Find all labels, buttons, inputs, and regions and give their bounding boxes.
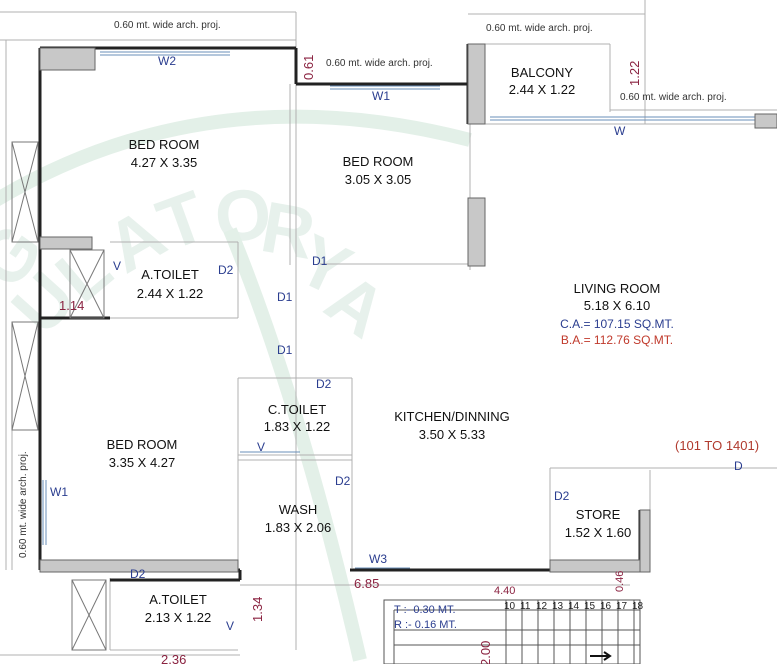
room-size-bed2: 3.05 X 3.05 — [344, 172, 412, 187]
code-d2-toilet1: D2 — [218, 263, 234, 277]
dim-122: 1.22 — [627, 60, 642, 86]
code-w1-left: W1 — [50, 485, 68, 499]
built-up-area: B.A.= 112.76 SQ.MT. — [560, 333, 674, 347]
code-d2-ctoilet: D2 — [316, 377, 332, 391]
proj-label-top-mid: 0.60 mt. wide arch. proj. — [326, 58, 433, 69]
code-w-living: W — [614, 124, 626, 138]
stair-riser: R :- 0.16 MT. — [394, 619, 457, 631]
room-name-ctoilet: C.TOILET — [267, 402, 327, 417]
room-name-atoilet1: A.TOILET — [141, 267, 199, 282]
stair-step-17: 17 — [616, 601, 628, 612]
room-size-bed3: 3.35 X 4.27 — [108, 455, 176, 470]
seal-rings — [0, 109, 472, 662]
code-d1-b: D1 — [277, 343, 293, 357]
stair-step-12: 12 — [536, 601, 548, 612]
code-d2-toilet2: D2 — [130, 567, 146, 581]
proj-label-left: 0.60 mt. wide arch. proj. — [18, 451, 29, 558]
code-d-living: D — [734, 459, 743, 473]
code-w3: W3 — [369, 552, 387, 566]
dim-046: 0.46 — [614, 570, 626, 592]
room-name-bed2: BED ROOM — [342, 154, 414, 169]
code-w1-top: W1 — [372, 89, 390, 103]
flat-range: (101 TO 1401) — [675, 438, 760, 453]
code-d1-bed2: D1 — [312, 254, 328, 268]
room-name-living: LIVING ROOM — [573, 281, 661, 296]
dim-114: 1.14 — [59, 298, 85, 313]
code-d2-wash: D2 — [335, 474, 351, 488]
dim-236: 2.36 — [161, 652, 187, 664]
proj-label-top-right: 0.60 mt. wide arch. proj. — [486, 23, 593, 34]
stair-step-15: 15 — [584, 601, 596, 612]
code-v-toilet1: V — [113, 259, 122, 273]
room-size-wash: 1.83 X 2.06 — [264, 520, 332, 535]
room-size-kitchen: 3.50 X 5.33 — [418, 427, 486, 442]
room-size-atoilet2: 2.13 X 1.22 — [144, 610, 212, 625]
dim-440: 4.40 — [494, 585, 516, 597]
room-size-balcony: 2.44 X 1.22 — [508, 82, 576, 97]
room-name-kitchen: KITCHEN/DINNING — [394, 409, 510, 424]
stair-step-14: 14 — [568, 601, 580, 612]
dim-200: 2.00 — [478, 640, 493, 664]
code-w2: W2 — [158, 54, 176, 68]
room-name-store: STORE — [575, 507, 621, 522]
code-d1-a: D1 — [277, 290, 293, 304]
room-size-store: 1.52 X 1.60 — [564, 525, 632, 540]
room-size-living: 5.18 X 6.10 — [583, 298, 651, 313]
code-d2-store: D2 — [554, 489, 570, 503]
stair-tread: T :- 0.30 MT. — [394, 604, 456, 616]
dim-061: 0.61 — [301, 54, 316, 80]
dim-685: 6.85 — [354, 576, 380, 591]
room-name-atoilet2: A.TOILET — [149, 592, 207, 607]
room-name-bed1: BED ROOM — [128, 137, 200, 152]
room-name-balcony: BALCONY — [510, 65, 574, 80]
room-name-wash: WASH — [278, 502, 318, 517]
room-size-atoilet1: 2.44 X 1.22 — [136, 286, 204, 301]
duct-shafts — [11, 141, 107, 651]
stair-step-11: 11 — [520, 601, 531, 612]
staircase — [383, 599, 641, 664]
stair-step-18: 18 — [632, 601, 644, 612]
room-size-bed1: 4.27 X 3.35 — [130, 155, 198, 170]
wall-columns — [39, 43, 777, 573]
dim-134: 1.34 — [250, 596, 265, 622]
proj-label-right: 0.60 mt. wide arch. proj. — [620, 92, 727, 103]
room-name-bed3: BED ROOM — [106, 437, 178, 452]
proj-label-top-left: 0.60 mt. wide arch. proj. — [114, 20, 221, 31]
code-v-toilet2: V — [226, 619, 235, 633]
stair-step-13: 13 — [552, 601, 564, 612]
stair-step-10: 10 — [504, 601, 516, 612]
stair-step-16: 16 — [600, 601, 612, 612]
room-size-ctoilet: 1.83 X 1.22 — [263, 419, 331, 434]
carpet-area: C.A.= 107.15 SQ.MT. — [560, 317, 674, 331]
code-v-ctoilet: V — [257, 440, 266, 454]
